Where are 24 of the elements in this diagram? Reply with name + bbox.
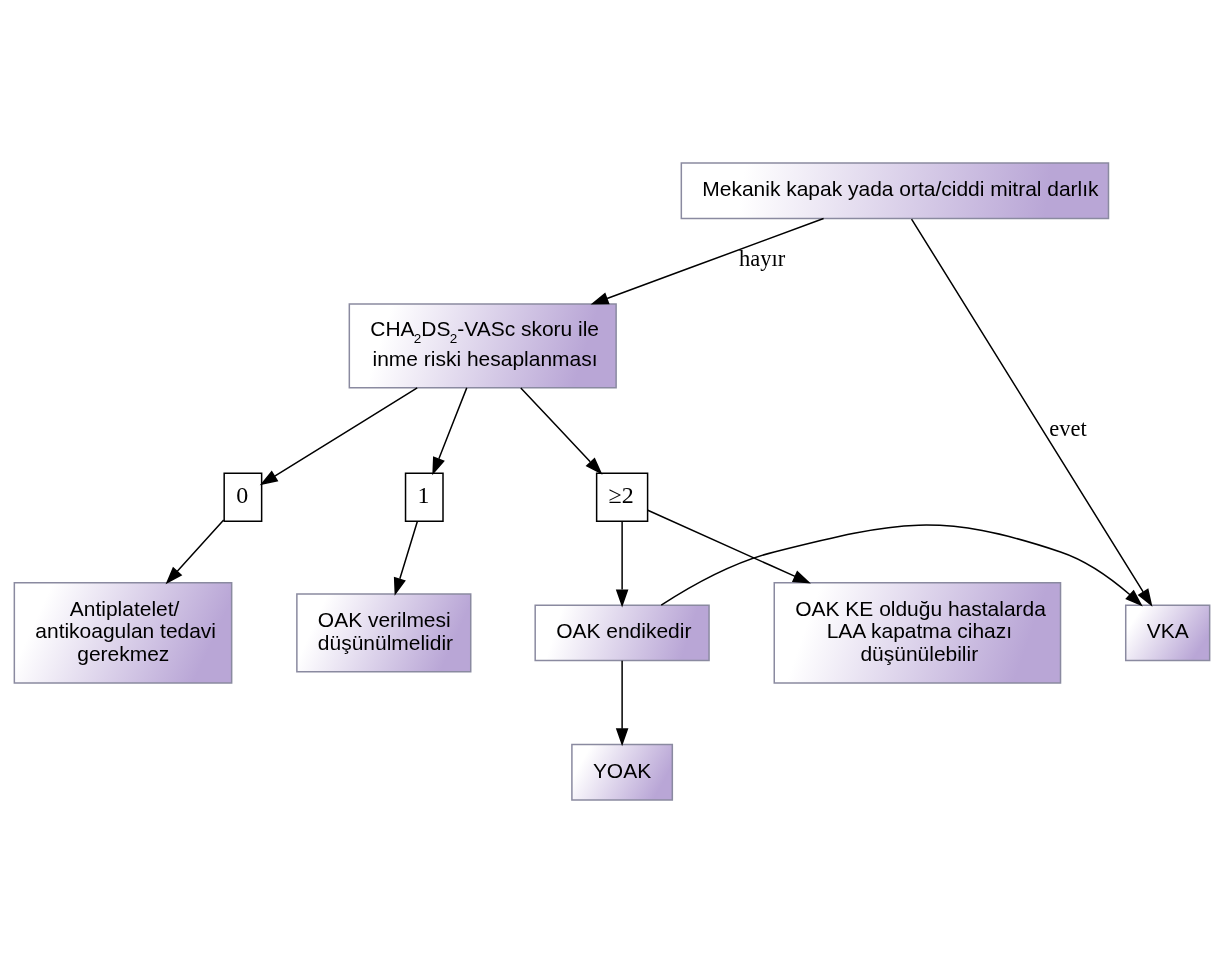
node-box: ≥2	[595, 472, 649, 522]
arrow	[393, 520, 419, 596]
node-box: Antiplatelet/ antikoagulan tedavi gerekmez	[13, 581, 233, 684]
node-box: Mekanik kapak yada orta/ciddi mitral darlık	[680, 161, 1110, 219]
arrow	[432, 386, 468, 475]
arrow	[165, 518, 225, 584]
arrow	[259, 386, 418, 485]
arrow	[520, 386, 603, 475]
arrow	[590, 217, 825, 305]
node-box: YOAK	[571, 743, 674, 801]
edge-label: evet	[1049, 415, 1087, 441]
arrow	[647, 509, 811, 584]
node-box: VKA	[1125, 603, 1211, 661]
arrow	[615, 520, 629, 607]
node-box: OAK verilmesi düşünülmelidir	[296, 592, 472, 673]
arrow	[910, 217, 1153, 607]
arrow	[615, 659, 629, 746]
arrow	[660, 524, 1143, 606]
node-box: 1	[404, 472, 444, 522]
node-box: 0	[223, 472, 263, 522]
node-box: OAK KE olduğu hastalarda LAA kapatma cihazı düşünülebilir	[773, 581, 1062, 684]
node-box: OAK endikedir	[534, 603, 710, 661]
edge-label: hayır	[739, 245, 786, 271]
node-box: CHA$_{2}$DS$_{2}$-VASc skoru ile inme riski hesaplanması	[348, 302, 617, 389]
